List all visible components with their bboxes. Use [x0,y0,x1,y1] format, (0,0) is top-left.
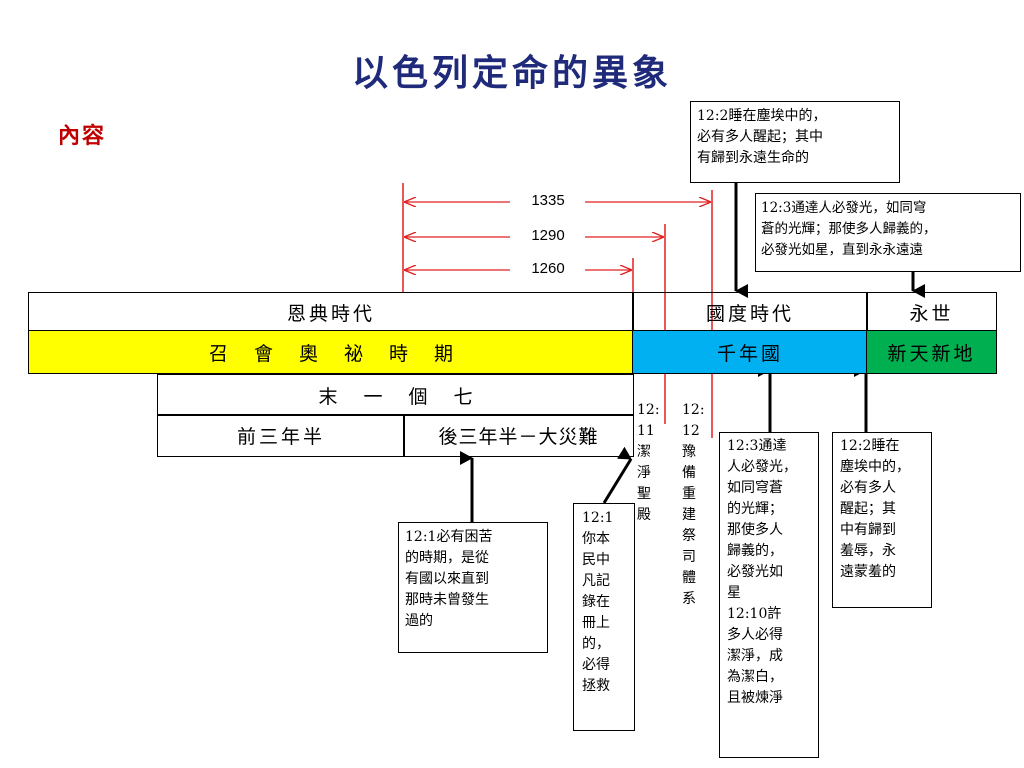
period-1335-label: 1335 [531,192,565,209]
period-1260-label: 1260 [531,260,565,277]
page-title: 以色列定命的異象 [351,52,672,94]
verse-box-12-2-shame: 12:2睡在塵埃中的， 必有多人醒起；其 中有歸到羞辱，永 遠蒙羞的 [832,432,932,608]
verse-box-12-2-top: 12:2睡在塵埃中的，必有多人醒起；其中有歸到永遠生命的 [690,101,900,183]
last-seven-cell: 末一個七 [157,374,634,416]
verse-box-12-3-top: 12:3通達人必發光，如同穹蒼的光輝；那使多人歸義的，必發光如星，直到永永遠遠 [755,193,1021,272]
second-half-cell: 後三年半－大災難 [403,414,634,457]
new-heaven-earth-cell: 新天新地 [866,330,997,374]
millennium-cell: 千年國 [632,330,868,374]
eternity-cell: 永世 [866,292,997,332]
period-1290-label: 1290 [531,227,565,244]
verse-box-12-3-12-10: 12:3通達人必發光， 如同穹蒼的光輝； 那使多人歸義的， 必發光如星 12:1… [719,432,819,758]
verse-box-12-1-distress: 12:1必有困苦的時期，是從 有國以來直到那時未曾發生 過的 [398,522,548,653]
arrow-12-1b-up [602,446,633,504]
verse-label-12-11: 12:11 潔淨 聖殿 [637,402,660,523]
verse-label-12-12: 12:12 豫備 重建 祭司 體系 [682,402,705,607]
church-mystery-cell: 召會奧祕時期 [28,330,634,374]
first-half-cell: 前三年半 [157,414,405,457]
section-subtitle: 內容 [58,123,107,149]
grace-age-cell: 恩典時代 [28,292,634,332]
kingdom-age-cell: 國度時代 [632,292,868,332]
